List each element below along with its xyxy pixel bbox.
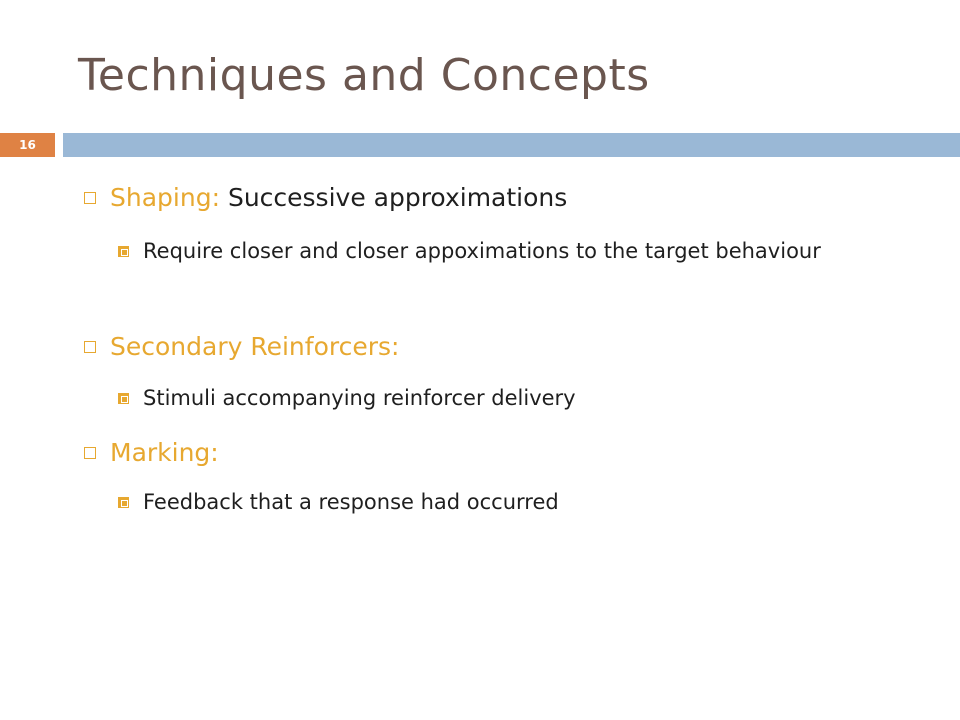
page-number: 16 [19, 138, 36, 152]
sub-bullet-shaping: Require closer and closer appoximations … [118, 237, 858, 266]
filled-square-bullet-icon [118, 246, 129, 257]
bullet-heading: Shaping: [110, 183, 220, 212]
slide-title: Techniques and Concepts [78, 50, 650, 101]
sub-bullet-text: Stimuli accompanying reinforcer delivery [143, 386, 576, 410]
hollow-square-bullet-icon [84, 192, 96, 204]
bullet-heading: Marking: [110, 438, 219, 467]
hollow-square-bullet-icon [84, 447, 96, 459]
title-divider-bar [63, 133, 960, 157]
sub-bullet-text: Feedback that a response had occurred [143, 490, 559, 514]
hollow-square-bullet-icon [84, 341, 96, 353]
sub-bullet-text: Require closer and closer appoximations … [143, 239, 821, 263]
filled-square-bullet-icon [118, 497, 129, 508]
bullet-heading: Secondary Reinforcers: [110, 332, 400, 361]
sub-bullet-marking: Feedback that a response had occurred [118, 488, 858, 517]
bullet-text: Successive approximations [220, 183, 568, 212]
sub-bullet-secondary-reinforcers: Stimuli accompanying reinforcer delivery [118, 384, 858, 413]
page-number-badge: 16 [0, 133, 55, 157]
filled-square-bullet-icon [118, 393, 129, 404]
